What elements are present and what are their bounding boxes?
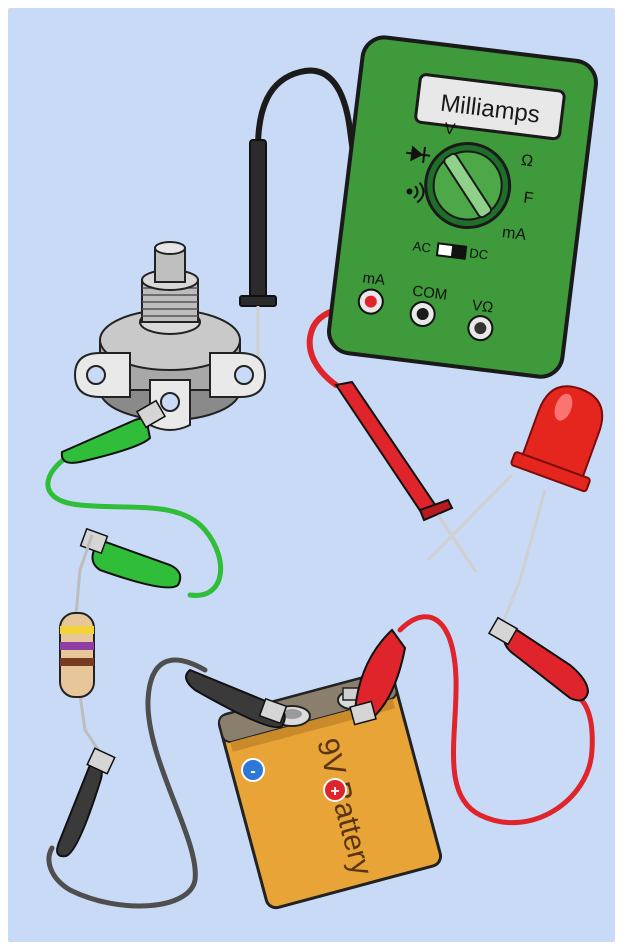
negative-badge: - [242,759,264,781]
positive-badge: + [324,779,346,801]
positive-symbol: + [330,783,339,800]
dc-label: DC [469,245,489,262]
dial-label-ohm: Ω [520,152,534,170]
jack-label-vohm: VΩ [471,297,494,316]
multimeter: Milliamps V Ω F mA AC [326,35,598,379]
ac-label: AC [412,238,432,255]
dial-label-ma: mA [501,224,527,244]
jack-label-ma: mA [362,269,386,289]
negative-symbol: - [250,763,255,780]
